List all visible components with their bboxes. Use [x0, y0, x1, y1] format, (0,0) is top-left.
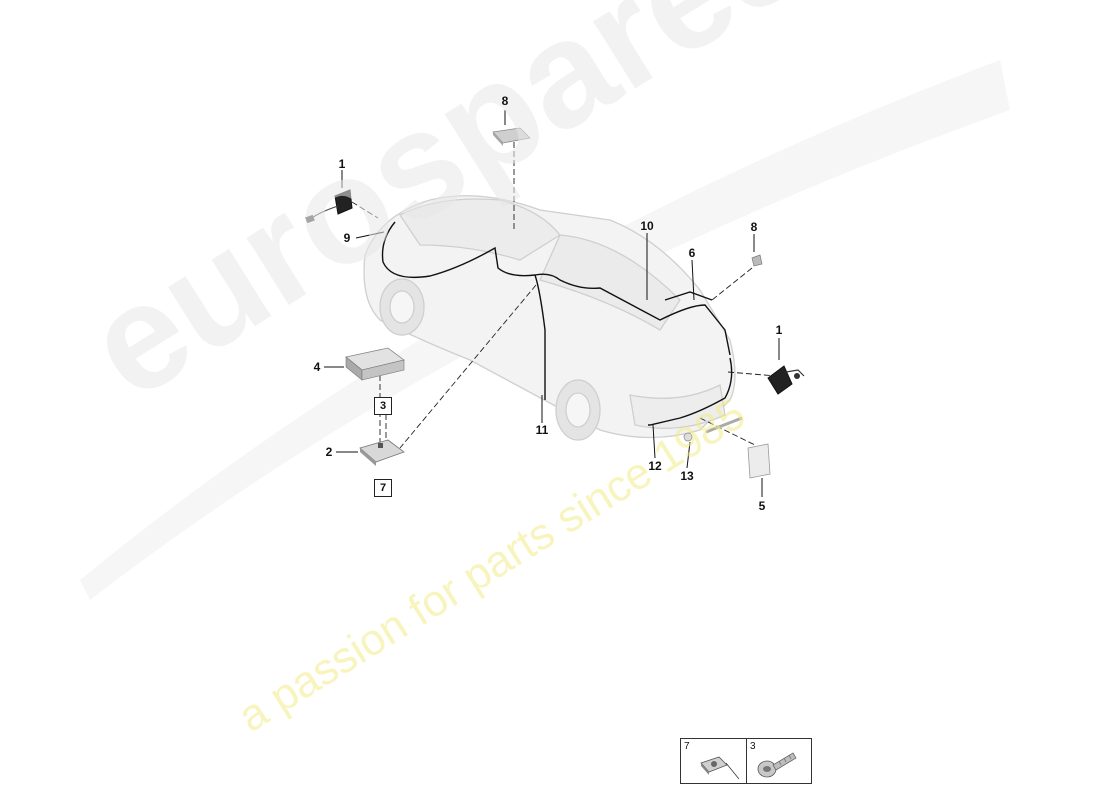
callout-11: 11 [535, 423, 549, 437]
boxed-ref-7: 7 [374, 479, 392, 497]
inset-cell-3: 3 [746, 739, 811, 783]
callout-1-right: 1 [775, 323, 783, 337]
bracket-part-2 [359, 439, 405, 466]
rod-part-13 [683, 416, 743, 442]
boxed-ref-3: 3 [374, 397, 392, 415]
clip-nut-icon [700, 756, 740, 780]
vehicle-outline [363, 195, 736, 441]
callout-13: 13 [680, 469, 694, 483]
callout-8-top: 8 [501, 94, 509, 108]
callout-ticks [324, 110, 780, 497]
callout-8-right: 8 [750, 220, 758, 234]
inset-cell-label: 3 [750, 741, 756, 752]
callout-12: 12 [648, 459, 662, 473]
small-parts-inset: 7 3 [680, 738, 812, 784]
plate-part-5 [747, 443, 771, 479]
watermark-swoosh [80, 60, 1010, 600]
antenna-module-part-1-right [767, 365, 805, 395]
callout-10: 10 [640, 219, 654, 233]
inset-cell-7: 7 [681, 739, 745, 783]
callout-2: 2 [325, 445, 333, 459]
leader-lines [351, 142, 777, 449]
callout-5: 5 [758, 499, 766, 513]
antenna-module-part-1-left [305, 189, 353, 224]
control-unit-part-4 [345, 347, 405, 381]
callout-9: 9 [343, 231, 351, 245]
screw-icon [757, 752, 797, 778]
sensor-part-8-right [751, 254, 763, 267]
control-unit-part-8-top [492, 127, 531, 146]
callout-1-left: 1 [338, 157, 346, 171]
callout-6: 6 [688, 246, 696, 260]
callout-4: 4 [313, 360, 321, 374]
inset-cell-label: 7 [684, 741, 690, 752]
